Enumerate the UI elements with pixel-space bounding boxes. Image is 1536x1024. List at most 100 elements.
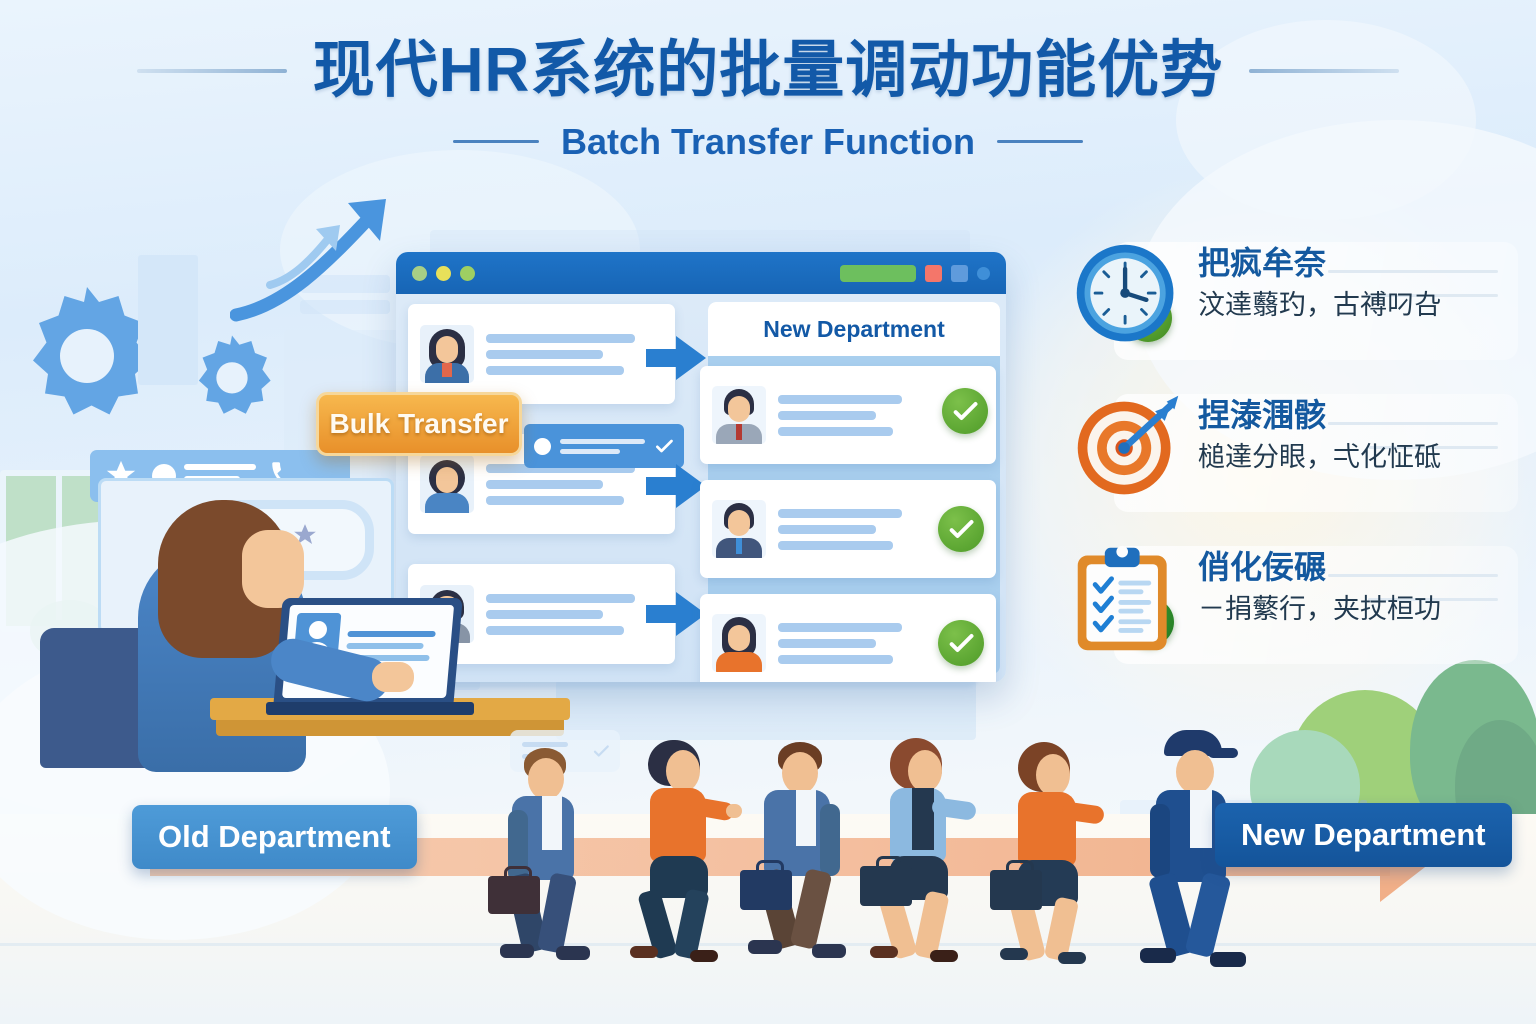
walker-shoe [1140,948,1176,963]
walker-shirt [1190,790,1212,848]
selection-dot-icon [534,437,551,455]
card-text-lines [486,333,663,375]
avatar [712,386,766,444]
row-lines [560,438,645,454]
window-title-bar [396,252,1006,294]
walker-shoe [930,950,958,962]
briefcase-handle [504,866,532,881]
walker-arm [1150,804,1170,878]
employee-destination-card[interactable] [700,366,996,464]
traffic-light-dots[interactable] [412,265,475,281]
clipboard-icon [1077,545,1167,651]
page-title: 现代HR系统的批量调动功能优势 [312,36,1224,105]
walker-shoe [556,946,590,960]
walker-head [782,752,818,794]
briefcase-handle [756,860,784,875]
card-text-lines [778,508,926,550]
walking-employee [860,738,978,968]
briefcase-icon [740,870,792,910]
backdrop-block [300,275,390,293]
walking-employee [488,748,604,968]
walker-cap-brim [1208,748,1238,758]
avatar [712,500,766,558]
feature-list: 把疯牟奈 汶達蘙玓，古禣叼叴 捏溙涠骸 [1062,232,1524,688]
walker-leg [673,888,710,960]
avatar [420,455,474,513]
subtitle-rule-left [452,140,539,144]
feature-card-bg [1114,394,1518,512]
feature-text: 俏化佞碾 －捐蘩行，夹扙桓功 [1198,549,1516,625]
feature-item-accuracy[interactable]: 捏溙涠骸 槌達分眼，弌化怔砥 [1062,384,1524,536]
walker-shoe [748,940,782,954]
star-icon [294,524,316,544]
walker-head [528,758,564,800]
feature-title: 俏化佞碾 [1198,549,1327,585]
feature-description: －捐蘩行，夹扙桓功 [1198,593,1441,624]
toolbar-square-red[interactable] [925,264,942,282]
walker-leg [1184,871,1232,959]
employee-destination-card[interactable] [700,594,996,682]
walker-head [1176,750,1214,794]
title-rule-right [1249,69,1400,74]
bulk-transfer-label: Bulk Transfer [329,408,509,439]
selected-employee-row[interactable] [524,424,684,468]
new-department-header: New Department [708,302,1000,356]
page-subtitle: Batch Transfer Function [560,120,976,162]
walker-hand [726,804,742,818]
laptop-base [266,702,474,715]
window-dot-close-icon[interactable] [412,265,427,281]
gear-icon [198,335,271,414]
old-department-badge[interactable]: Old Department [132,805,417,869]
walking-employee [990,742,1106,968]
status-pill [840,264,916,282]
target-icon [1077,395,1179,495]
feature-item-compliance[interactable]: 俏化佞碾 －捐蘩行，夹扙桓功 [1062,536,1524,688]
window-dot-minimize-icon[interactable] [436,265,451,281]
avatar [712,614,766,672]
feature-text: 捏溙涠骸 槌達分眼，弌化怔砥 [1198,397,1516,473]
gear-icon [33,287,150,415]
toolbar-dot-blue[interactable] [977,266,990,280]
feature-description: 槌達分眼，弌化怔砥 [1198,441,1441,472]
card-text-lines [486,463,663,505]
card-text-lines [778,622,926,664]
walking-employee [740,742,862,968]
avatar [420,325,474,383]
briefcase-icon [488,876,540,914]
feature-description: 汶達蘙玓，古禣叼叴 [1198,289,1441,320]
backdrop-block [556,680,976,740]
toolbar-square-blue[interactable] [951,264,968,282]
backdrop-block [300,300,390,314]
briefcase-icon [990,870,1042,910]
walking-employee [628,740,742,968]
clock-icon [1076,244,1174,342]
walker-arm [820,804,840,876]
feature-text: 把疯牟奈 汶達蘙玓，古禣叼叴 [1198,245,1516,321]
employee-destination-card[interactable] [700,480,996,578]
feature-card-bg [1114,546,1518,664]
walker-head [908,750,942,792]
card-text-lines [486,593,663,635]
briefcase-handle [876,856,904,871]
bulk-transfer-button[interactable]: Bulk Transfer [316,392,522,456]
walker-shirt [542,796,562,850]
subtitle-rule-right [997,140,1084,144]
transfer-arrow-icon [646,592,706,636]
new-department-badge[interactable]: New Department [1215,803,1512,867]
walker-head [1036,754,1070,796]
walker-shoe [1058,952,1086,964]
feature-card-bg [1114,242,1518,360]
feature-item-efficiency[interactable]: 把疯牟奈 汶達蘙玓，古禣叼叴 [1062,232,1524,384]
window-dot-maximize-icon[interactable] [460,265,475,281]
walker-shoe [812,944,846,958]
title-rule-left [136,69,287,74]
walker-leg [536,872,578,954]
window-toolbar-right[interactable] [840,264,990,282]
hr-worker-hand [372,662,414,692]
check-icon [593,745,609,757]
transfer-arrow-icon [646,336,706,380]
briefcase-icon [860,866,912,906]
employee-source-card[interactable] [408,304,675,404]
walker-shoe [1000,948,1028,960]
